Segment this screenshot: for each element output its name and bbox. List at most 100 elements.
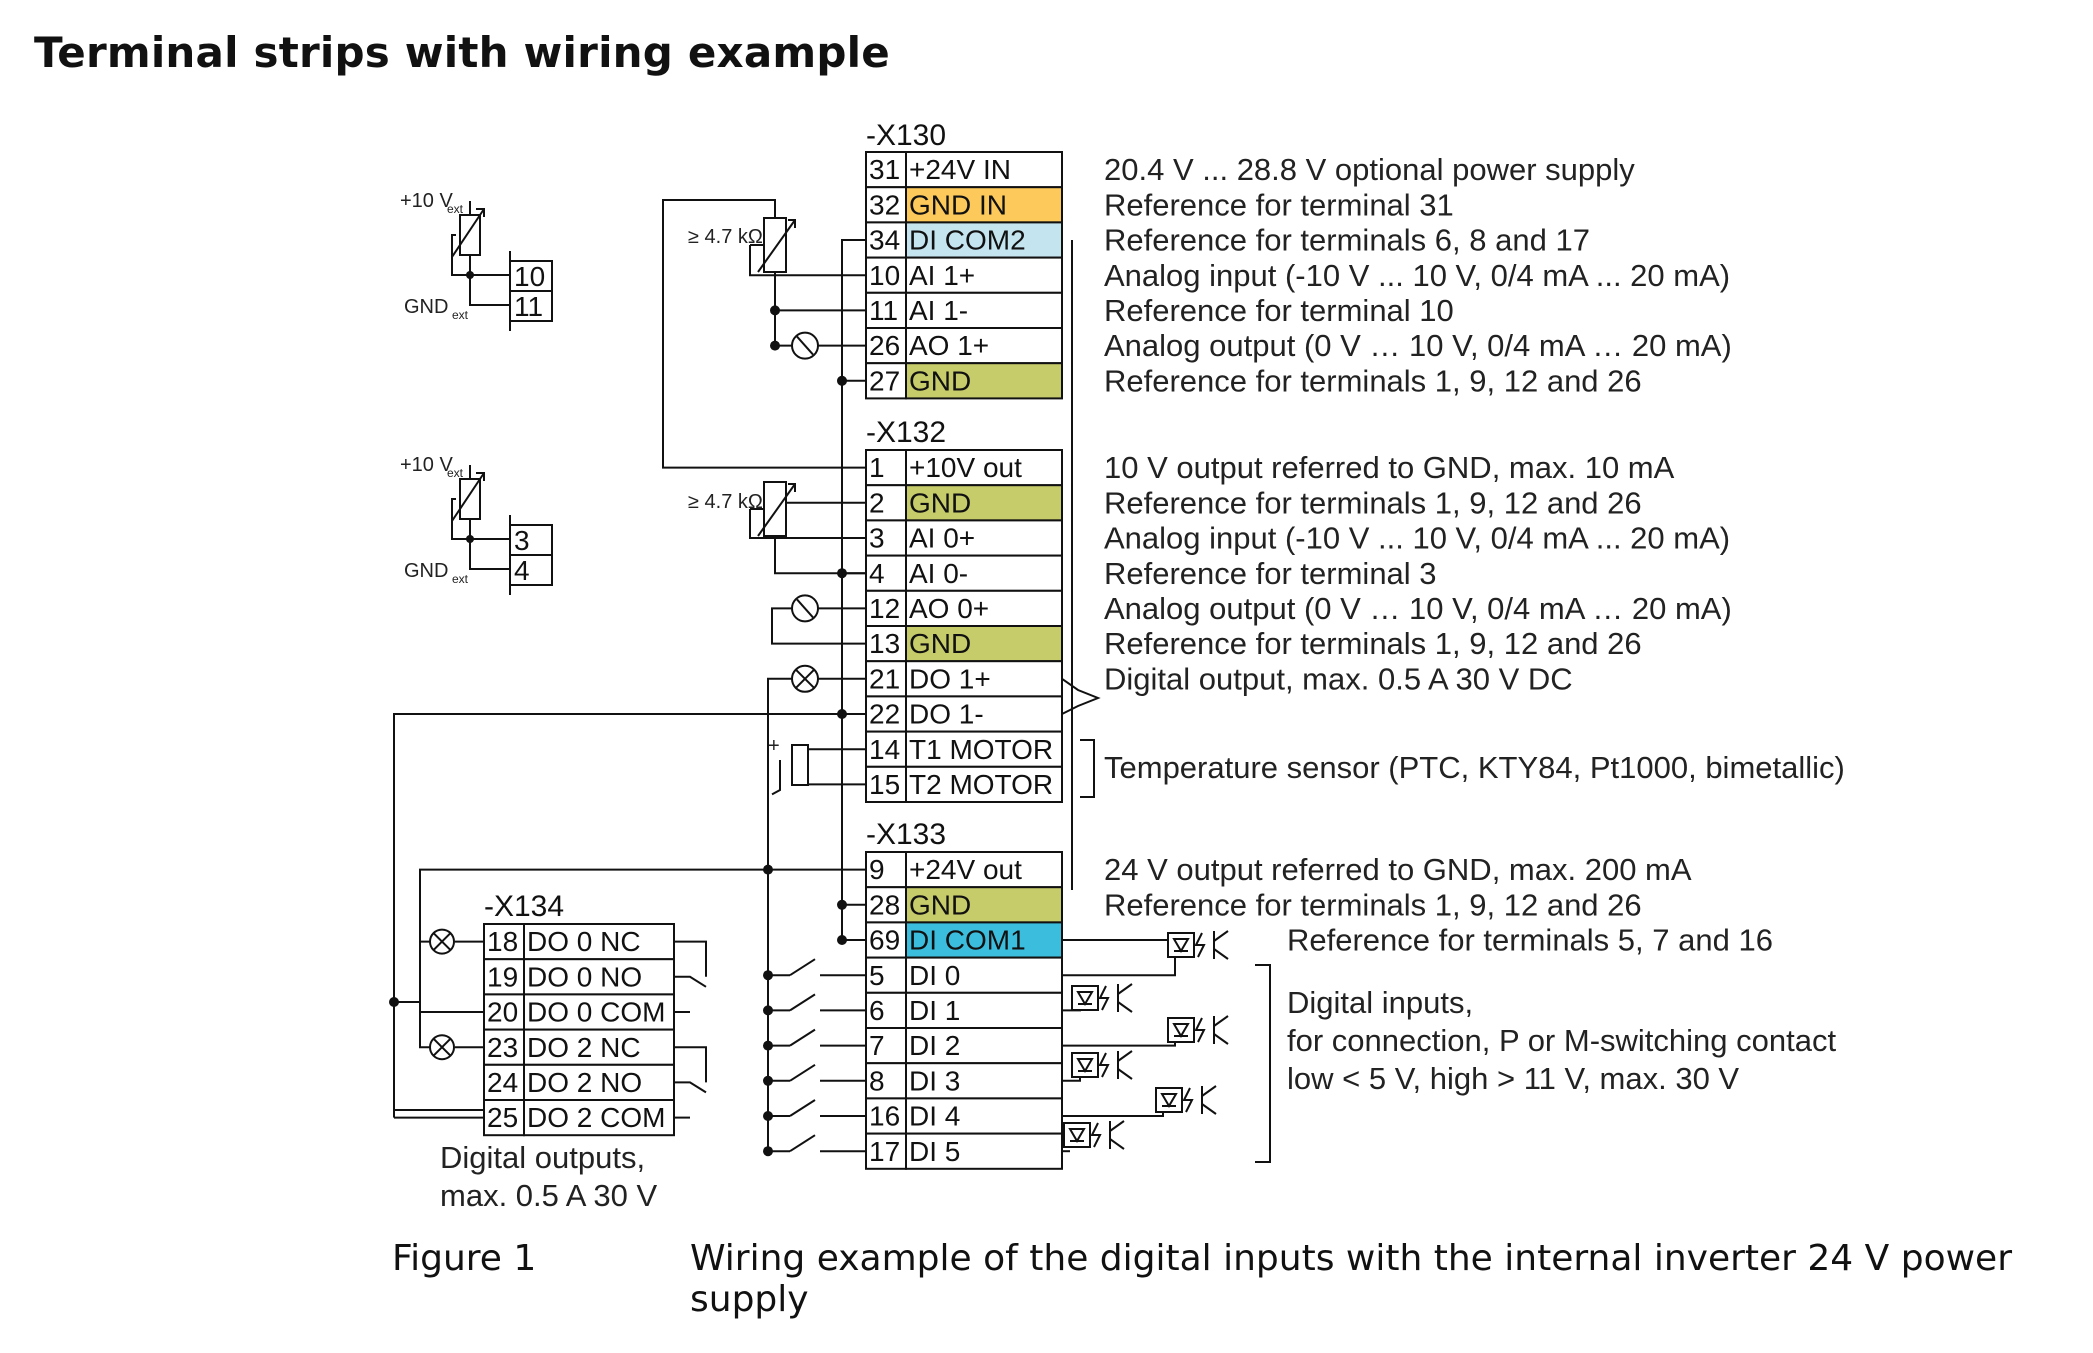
- ext-plus-label-upper: +10 V: [400, 190, 453, 212]
- di2-line: [1062, 1042, 1176, 1047]
- ext-plus-label-lower: +10 V: [400, 454, 453, 476]
- side-terminal-4-lower: 4: [514, 555, 530, 586]
- terminal-label-19: DO 0 NO: [527, 961, 642, 992]
- terminal-number-34: 34: [869, 225, 900, 256]
- terminal-number-cell: [483, 1063, 525, 1102]
- terminal-number-14: 14: [869, 734, 900, 765]
- terminal-number-25: 25: [487, 1102, 518, 1133]
- terminal-number-23: 23: [487, 1032, 518, 1063]
- relay-do2-contact: [674, 1046, 707, 1083]
- pot-upper-arrow: [757, 219, 796, 273]
- terminal-number-12: 12: [869, 593, 900, 624]
- temp-ptc-bracket: [771, 760, 781, 796]
- pot-lower-wiper: [774, 536, 866, 575]
- terminal-desc-1: 10 V output referred to GND, max. 10 mA: [1104, 450, 1675, 485]
- optocoupler-di0-icon: [1167, 930, 1229, 960]
- ext-gnd-label-lower: GND: [404, 560, 448, 582]
- terminal-desc-32: Reference for terminal 31: [1104, 187, 1454, 222]
- terminal-label-11: AI 1-: [909, 295, 968, 326]
- terminal-number-17: 17: [869, 1136, 900, 1167]
- strip-header-x132: -X132: [866, 416, 946, 449]
- terminal-label-24: DO 2 NO: [527, 1067, 642, 1098]
- do1-bracket: [1061, 677, 1101, 715]
- di3-line: [1062, 1077, 1081, 1082]
- terminal-number-cell: [865, 991, 907, 1029]
- terminal-number-cell: [483, 1028, 525, 1066]
- terminal-label-22: DO 1-: [909, 699, 984, 730]
- di-switch-icon: [789, 1099, 816, 1117]
- terminal-desc-28: Reference for terminals 1, 9, 12 and 26: [1104, 887, 1642, 922]
- junction-dot: [763, 1005, 773, 1016]
- temp-wire-2: [799, 783, 866, 786]
- terminal-number-26: 26: [869, 330, 900, 361]
- terminal-number-cell: [865, 449, 907, 487]
- ao0-return: [771, 607, 866, 645]
- optocoupler-di3-icon: [1071, 1050, 1133, 1080]
- terminal-number-31: 31: [869, 154, 900, 185]
- side-terminal-11-upper: 11: [514, 291, 543, 322]
- terminal-label-7: DI 2: [909, 1030, 960, 1061]
- terminal-label-5: DI 0: [909, 960, 960, 991]
- pot-upper-tap: [749, 245, 866, 277]
- strip-header-x133: -X133: [866, 818, 946, 851]
- pot-lower-resistor: [763, 481, 787, 537]
- terminal-number-3: 3: [869, 523, 885, 554]
- terminal-label-cell: [905, 362, 1063, 400]
- terminal-desc-10: Analog input (-10 V ... 10 V, 0/4 mA ...…: [1104, 258, 1730, 293]
- terminal-label-cell: [905, 291, 1063, 329]
- terminal-number-cell: [865, 256, 907, 294]
- terminal-label-9: +24V out: [909, 854, 1022, 885]
- terminal-number-cell: [865, 221, 907, 259]
- do1-return: [767, 677, 792, 870]
- terminal-desc-11: Reference for terminal 10: [1104, 293, 1454, 328]
- terminal-number-27: 27: [869, 365, 900, 396]
- terminal-number-cell: [865, 1097, 907, 1135]
- terminal-number-11: 11: [869, 295, 898, 326]
- terminal-label-cell: [905, 851, 1063, 889]
- meter-ao1-needle: [796, 335, 814, 356]
- terminal-label-15: T2 MOTOR: [909, 769, 1053, 800]
- terminal-number-cell: [865, 327, 907, 365]
- junction-dot: [763, 1111, 773, 1121]
- junction-dot: [837, 375, 847, 386]
- terminal-number-cell: [865, 730, 907, 768]
- terminal-desc-14: Temperature sensor (PTC, KTY84, Pt1000, …: [1104, 750, 1845, 785]
- terminal-number-10: 10: [869, 260, 900, 291]
- external-pot-lower: [451, 465, 511, 595]
- figure-label: Figure 1: [392, 1238, 537, 1279]
- ext-gnd-sub-lower: ext: [452, 572, 469, 586]
- terminal-label-cell: [905, 1027, 1063, 1065]
- terminal-label-26: AO 1+: [909, 330, 989, 361]
- relay-do0-blade: [674, 975, 707, 988]
- junction-dot: [763, 1040, 773, 1051]
- terminal-label-69: DI COM1: [909, 925, 1026, 956]
- terminal-number-32: 32: [869, 189, 900, 220]
- pot-lower-arrowhead: [788, 483, 796, 492]
- terminal-number-cell: [483, 1099, 525, 1137]
- terminal-number-cell: [865, 519, 907, 557]
- terminal-desc-34: Reference for terminals 6, 8 and 17: [1104, 223, 1590, 258]
- temp-wire-1: [799, 745, 866, 751]
- terminal-number-cell: [865, 660, 907, 698]
- terminal-label-cell: [905, 589, 1063, 627]
- terminal-number-cell: [483, 923, 525, 961]
- terminal-number-cell: [865, 956, 907, 994]
- terminal-desc-2: Reference for terminals 1, 9, 12 and 26: [1104, 485, 1642, 520]
- optocoupler-di1-icon: [1071, 983, 1133, 1013]
- terminal-number-22: 22: [869, 699, 900, 730]
- terminal-desc-27: Reference for terminals 1, 9, 12 and 26: [1104, 363, 1642, 398]
- terminal-number-cell: [483, 993, 525, 1031]
- do-common-wire: [393, 713, 842, 1111]
- pot-lower-arrow: [757, 483, 796, 537]
- terminal-number-cell: [865, 484, 907, 522]
- digital-outputs-note-0: Digital outputs,: [440, 1140, 645, 1175]
- terminal-label-34: DI COM2: [909, 225, 1026, 256]
- terminal-label-27: GND: [909, 365, 971, 396]
- terminal-label-28: GND: [909, 889, 971, 920]
- terminal-label-cell: [905, 1097, 1063, 1135]
